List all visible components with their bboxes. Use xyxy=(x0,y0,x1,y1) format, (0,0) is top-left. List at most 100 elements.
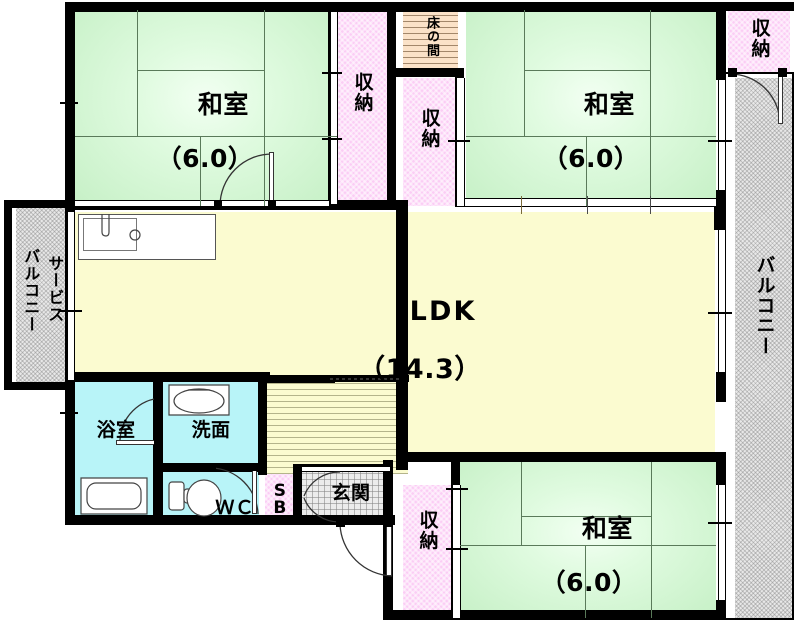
label-tokonoma: 床の間 xyxy=(424,16,440,58)
tatami-joint-br-5 xyxy=(585,545,586,618)
label-balcony-right: バルコニー xyxy=(753,255,776,356)
door-swing-genkan-inner[interactable] xyxy=(302,472,340,522)
shoji-rail-washitsu-tr-south[interactable] xyxy=(464,198,716,207)
label-service-balcony-main: サービス xyxy=(45,255,65,323)
wall-service-balcony-top xyxy=(4,200,66,208)
wall-bottom-bath xyxy=(65,515,265,525)
sash-tick-5 xyxy=(708,140,732,142)
label-closet-center: 収納 xyxy=(418,108,441,149)
room-fill-tokonoma xyxy=(403,10,458,70)
sash-tick-6 xyxy=(708,312,732,314)
tatami-joint-br-1 xyxy=(521,462,522,516)
tatami-joint-tr-3 xyxy=(650,10,651,206)
door-leaf-balcony-top-right[interactable] xyxy=(778,74,783,124)
wall-bath-right xyxy=(153,375,163,523)
tatami-joint-tr-4 xyxy=(466,136,716,137)
sash-tick-4 xyxy=(448,140,470,142)
tatami-tick-tr-a xyxy=(521,196,522,214)
sash-tick-1 xyxy=(60,102,78,104)
tatami-joint-tl-1 xyxy=(137,10,138,70)
balcony-right-outline-bottom xyxy=(726,618,794,620)
kitchen-faucet-icon xyxy=(96,214,114,240)
shoji-rail-balcony-ldk[interactable] xyxy=(718,230,726,372)
door-swing-balcony-top-right[interactable] xyxy=(730,74,782,126)
shoji-rail-service-balcony[interactable] xyxy=(67,212,75,380)
wall-right-outer xyxy=(716,2,726,80)
tatami-joint-tl-4 xyxy=(75,136,337,137)
shoji-rail-balcony-tr[interactable] xyxy=(718,80,726,190)
door-jamb-wtl-a xyxy=(214,200,222,208)
label-washitsu-top-right: 和室 （6.0） xyxy=(542,90,640,173)
tatami-joint-br-3 xyxy=(651,462,652,618)
wall-corridor-north-stub xyxy=(265,375,335,383)
wall-sb-right xyxy=(293,470,302,522)
tatami-joint-br-4 xyxy=(460,545,716,546)
door-jamb-bath-a xyxy=(154,396,162,404)
label-service-balcony-sub: バルコニー xyxy=(21,248,41,333)
door-leaf-entrance[interactable] xyxy=(386,524,392,576)
shoji-rail-closet-center[interactable] xyxy=(456,78,465,206)
shoji-rail-genkan-top[interactable] xyxy=(302,466,390,472)
tatami-joint-tr-2 xyxy=(524,70,650,71)
tatami-joint-tl-3 xyxy=(264,10,265,206)
label-closet-top-right: 収納 xyxy=(748,18,771,59)
room-fill-closet-bottom xyxy=(403,485,451,618)
label-closet-top-left: 収納 xyxy=(351,72,374,113)
tatami-joint-br-6 xyxy=(521,516,522,545)
room-fill-closet-top-right xyxy=(728,10,790,72)
wall-right-outer-c xyxy=(716,372,726,402)
label-wc: ＷＣ xyxy=(215,497,255,519)
room-fill-corridor xyxy=(265,382,408,474)
sash-tick-3 xyxy=(322,138,342,140)
sash-tick-8 xyxy=(60,310,82,312)
shoji-rail-closet-tl[interactable] xyxy=(330,12,338,204)
tatami-joint-tl-2 xyxy=(137,70,265,71)
door-jamb-wtl-b xyxy=(268,200,276,208)
wall-bottom-outer xyxy=(383,610,726,620)
door-swing-washitsu-top-left[interactable] xyxy=(218,152,274,208)
tatami-joint-tr-5 xyxy=(586,136,587,206)
wall-right-outer-d xyxy=(716,455,726,485)
sash-tick-9 xyxy=(446,488,468,490)
door-swing-entrance[interactable] xyxy=(340,524,394,578)
label-washitsu-top-left: 和室 （6.0） xyxy=(156,90,254,173)
sash-tick-2 xyxy=(322,72,342,74)
shoji-rail-balcony-br[interactable] xyxy=(718,485,726,600)
sash-tick-11 xyxy=(60,412,78,414)
service-balcony-inner-border xyxy=(12,208,16,382)
toilet-icon xyxy=(168,476,224,520)
label-ldk: LDK （14.3） xyxy=(358,296,482,386)
tatami-joint-tr-6 xyxy=(524,70,525,136)
label-bathroom: 浴室 xyxy=(96,419,136,441)
wall-corridor-left xyxy=(258,375,267,383)
wall-left-outer-upper xyxy=(65,2,75,207)
washbasin-icon xyxy=(168,384,230,416)
wall-service-balcony-bottom xyxy=(4,382,66,390)
room-fill-washitsu-top-left xyxy=(75,10,335,206)
tatami-joint-br-2 xyxy=(521,516,651,517)
wall-senmen-right xyxy=(258,375,267,475)
room-fill-shoe-box xyxy=(265,474,295,522)
room-fill-washitsu-top-right xyxy=(466,10,716,206)
room-fill-ldk-lower xyxy=(408,212,715,462)
door-jamb-bath-b xyxy=(154,440,162,448)
door-jamb-wc-b xyxy=(252,463,260,471)
door-jamb-ent-a xyxy=(336,518,345,527)
opening-marker-ldk xyxy=(330,378,402,380)
shoji-rail-closet-bottom[interactable] xyxy=(452,485,461,618)
room-fill-closet-top-left xyxy=(337,10,387,206)
label-washbasin: 洗面 xyxy=(191,419,231,441)
wall-closet-tl-right xyxy=(387,2,396,207)
wall-center-vertical xyxy=(396,200,408,470)
room-fill-closet-center xyxy=(403,78,458,206)
shoji-rail-washitsu-tl-south[interactable] xyxy=(75,200,329,207)
wall-washitsu-br-north xyxy=(396,452,726,462)
kitchen-sink-basin xyxy=(83,218,137,251)
wall-left-outer-lower xyxy=(65,375,75,525)
door-jamb-ent-b xyxy=(384,518,393,527)
balcony-right-outline-top xyxy=(726,72,794,74)
balcony-right-outline-right xyxy=(792,72,794,620)
room-fill-balcony-right xyxy=(735,78,793,618)
